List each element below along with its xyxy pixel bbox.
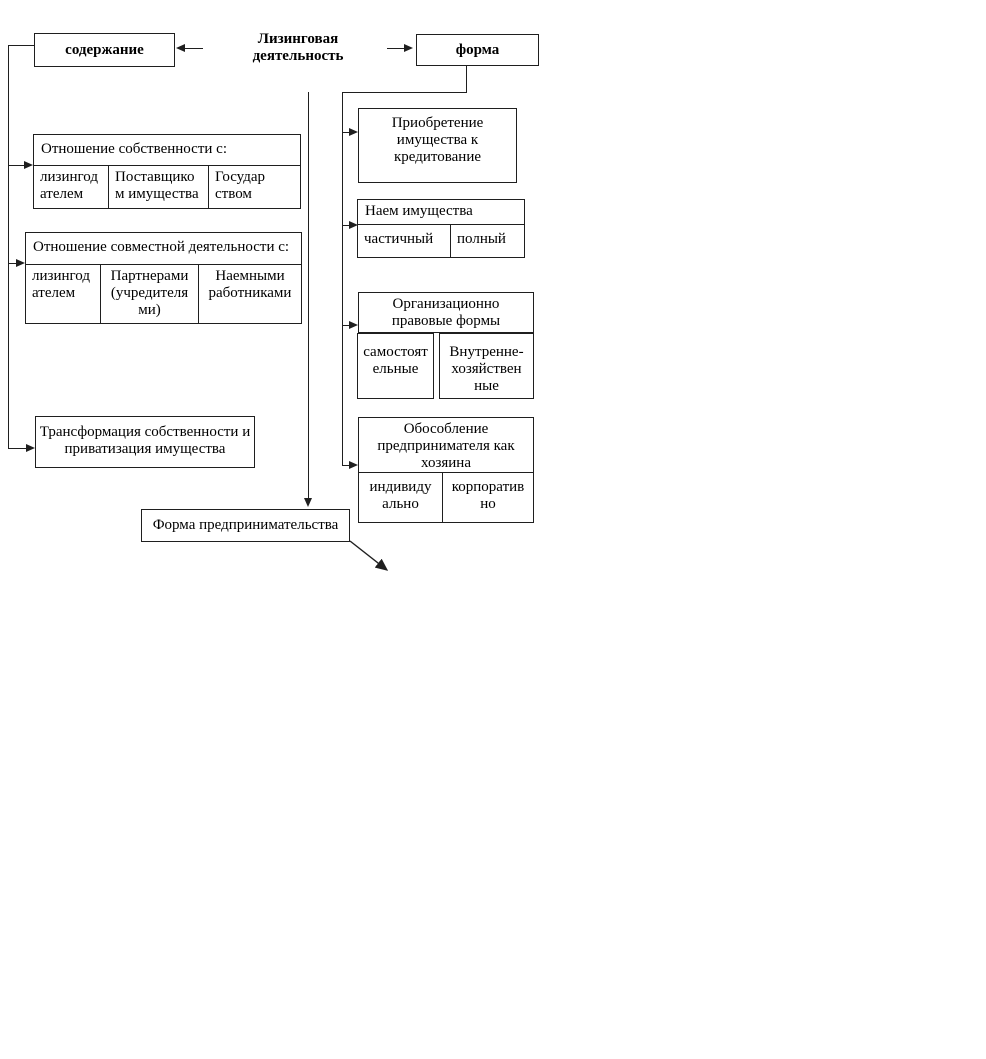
entrepreneurship-form-box: Форма предпринимательства (141, 509, 350, 542)
ownership-cell-lessor: лизингод ателем (33, 165, 109, 209)
form-horizontal-line (342, 92, 467, 93)
connector-left-2 (8, 263, 17, 264)
hire-cell-partial: частичный (357, 224, 451, 258)
ownership-cell-state: Государ ством (208, 165, 301, 209)
connector-root-form (387, 48, 405, 49)
joint-activity-cell-lessor: лизингод ателем (25, 264, 101, 324)
arrowhead-right-icon (349, 461, 358, 469)
connector-right-2 (342, 225, 350, 226)
connector-right-4 (342, 465, 350, 466)
joint-activity-cell-employees: Наемными работниками (198, 264, 302, 324)
root-title: Лизинговая деятельность (252, 31, 344, 64)
hire-cell-full: полный (450, 224, 525, 258)
legal-forms-cell-independent: самостоят ельные (357, 333, 434, 399)
hire-header: Наем имущества (357, 199, 525, 225)
connector-left-1 (8, 165, 25, 166)
arrowhead-down-icon (304, 498, 312, 507)
connector-content-spine (8, 45, 35, 46)
arrowhead-right-icon (349, 221, 358, 229)
legal-forms-header: Организационно правовые формы (358, 292, 534, 333)
ownership-cell-supplier: Поставщико м имущества (108, 165, 209, 209)
connector-right-1 (342, 132, 350, 133)
arrowhead-left-icon (176, 44, 185, 52)
joint-activity-cell-partners: Партнерами (учредителя ми) (100, 264, 199, 324)
separation-cell-individual: индивиду ально (358, 472, 443, 523)
arrowhead-right-icon (16, 259, 25, 267)
separation-header: Обособление предпринимателя как хозяина (358, 417, 534, 473)
legal-forms-cell-internal: Внутренне- хозяйствен ные (439, 333, 534, 399)
joint-activity-header: Отношение совместной деятельности с: (25, 232, 302, 265)
form-box: форма (416, 34, 539, 66)
arrowhead-right-icon (349, 321, 358, 329)
connector-left-3 (8, 448, 27, 449)
transformation-box: Трансформация собственности и приватизац… (35, 416, 255, 468)
connector-right-3 (342, 325, 350, 326)
ownership-header: Отношение собственности с: (33, 134, 301, 166)
arrowhead-right-icon (26, 444, 35, 452)
arrowhead-right-icon (24, 161, 33, 169)
acquisition-box: Приобретение имущества к кредитование (358, 108, 517, 183)
content-box: содержание (34, 33, 175, 67)
arrowhead-right-icon (404, 44, 413, 52)
left-spine (8, 45, 9, 449)
separation-cell-corporate: корпоратив но (442, 472, 534, 523)
form-drop-line (466, 66, 467, 92)
central-spine (308, 92, 309, 499)
arrowhead-right-icon (349, 128, 358, 136)
diagonal-arrow (349, 540, 389, 571)
connector-root-content (185, 48, 203, 49)
right-spine (342, 92, 343, 466)
